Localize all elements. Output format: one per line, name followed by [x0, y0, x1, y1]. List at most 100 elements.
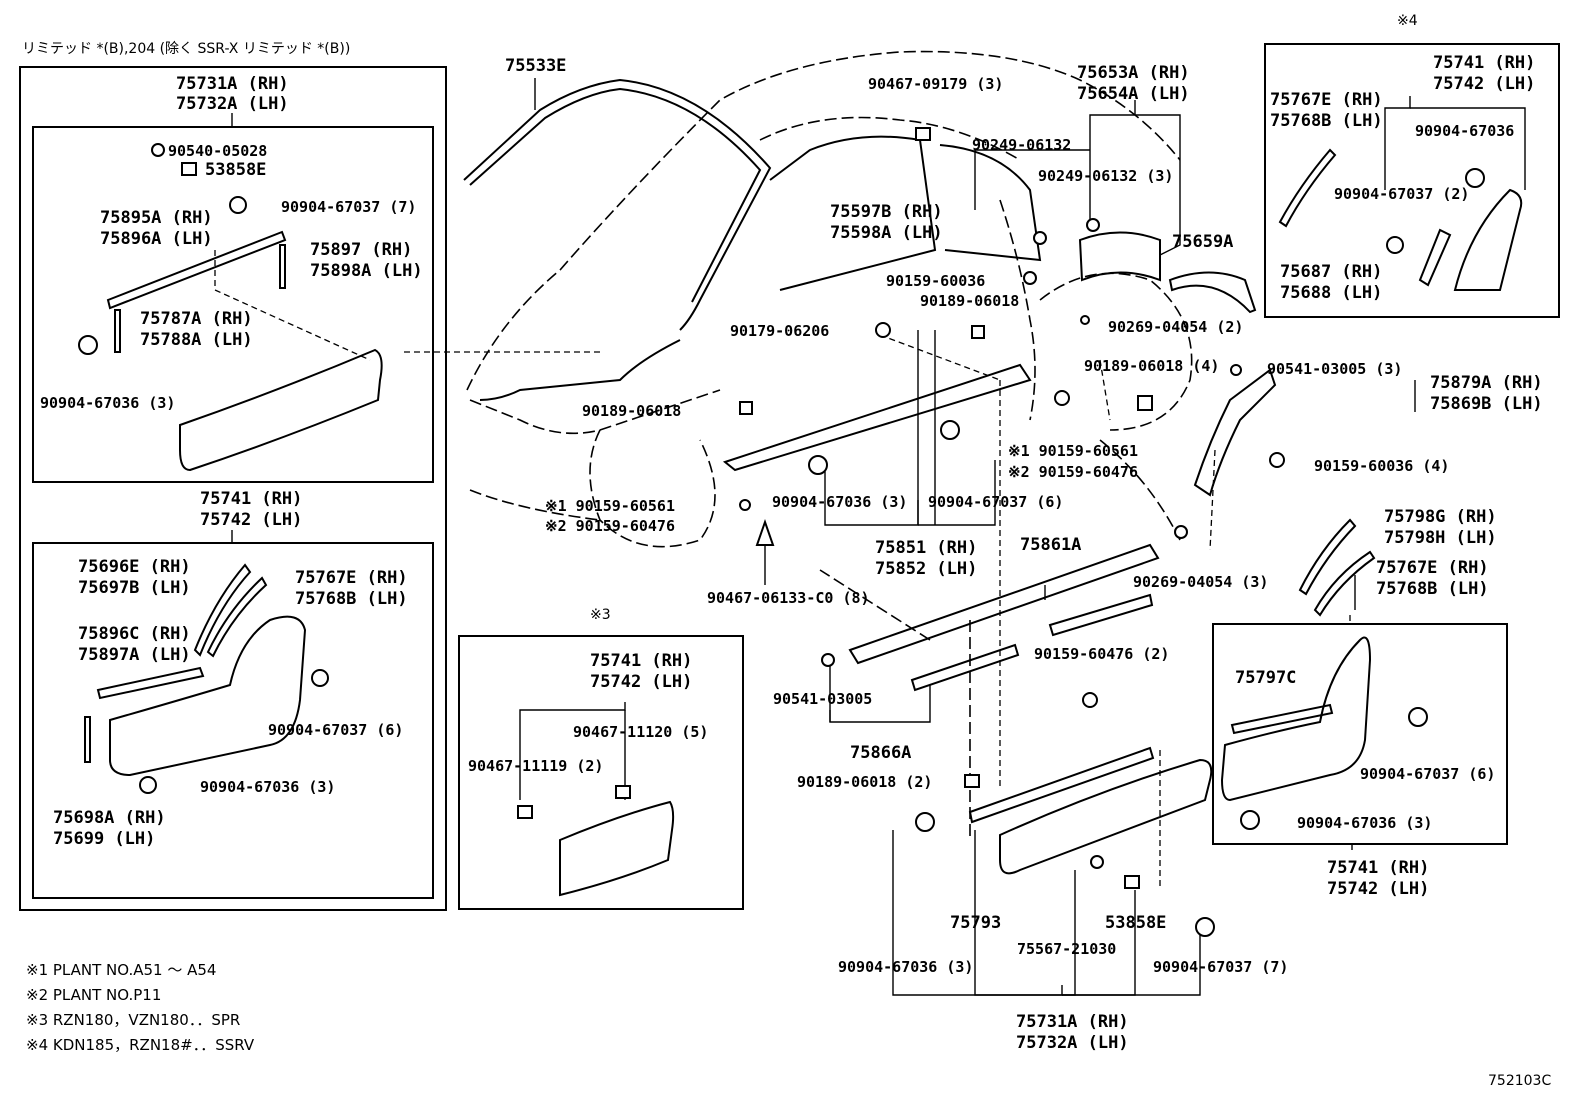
part-90904-67036-3-d[interactable]: 90904-67036 (3)	[1297, 814, 1433, 832]
part-90541-03005[interactable]: 90541-03005	[773, 690, 873, 708]
part-75852-lh[interactable]: 75852 (LH)	[875, 559, 978, 579]
header-left-caption: リミテッド *(B),204 (除く SSR-X リミテッド *(B))	[22, 41, 351, 57]
note3-mark: ※3	[590, 607, 611, 623]
rocker-moulding	[722, 363, 1032, 472]
part-75798g-rh[interactable]: 75798G (RH)	[1384, 507, 1497, 527]
part-90467-09179-3[interactable]: 90467-09179 (3)	[868, 75, 1004, 93]
part-75697b-lh[interactable]: 75697B (LH)	[78, 578, 191, 598]
part-75879a-rh[interactable]: 75879A (RH)	[1430, 373, 1543, 393]
part-75741-rh-mid[interactable]: 75741 (RH)	[200, 489, 303, 509]
part-75533e[interactable]: 75533E	[505, 56, 567, 76]
part-90159-60561-note1-a[interactable]: ※1 90159-60561	[1008, 442, 1138, 460]
note-1: ※1 PLANT NO.A51 ～ A54	[26, 961, 217, 979]
part-75742-lh-mid[interactable]: 75742 (LH)	[200, 510, 303, 530]
part-75741-rh-note3[interactable]: 75741 (RH)	[590, 651, 693, 671]
part-90159-60476-note2-b[interactable]: ※2 90159-60476	[545, 517, 675, 535]
part-90904-67037-7-top[interactable]: 90904-67037 (7)	[281, 198, 417, 216]
part-90189-06018-a[interactable]: 90189-06018	[920, 292, 1020, 310]
part-90467-11119-2[interactable]: 90467-11119 (2)	[468, 757, 604, 775]
part-75653a-rh[interactable]: 75653A (RH)	[1077, 63, 1190, 83]
part-53858e-top[interactable]: 53858E	[205, 160, 267, 180]
part-75742-lh-bottom-right[interactable]: 75742 (LH)	[1327, 879, 1430, 899]
part-75788a-lh[interactable]: 75788A (LH)	[140, 330, 253, 350]
part-75742-lh-note4[interactable]: 75742 (LH)	[1433, 74, 1536, 94]
part-75687-rh[interactable]: 75687 (RH)	[1280, 262, 1383, 282]
part-75732a-lh-top[interactable]: 75732A (LH)	[176, 94, 289, 114]
part-75866a	[910, 643, 1020, 692]
part-90249-06132[interactable]: 90249-06132	[972, 136, 1072, 154]
part-75688-lh[interactable]: 75688 (LH)	[1280, 283, 1383, 303]
part-75768b-lh-a[interactable]: 75768B (LH)	[295, 589, 408, 609]
part-90159-60561-note1-b[interactable]: ※1 90159-60561	[545, 497, 675, 515]
part-75869b-lh[interactable]: 75869B (LH)	[1430, 394, 1543, 414]
part-75797c[interactable]: 75797C	[1235, 668, 1297, 688]
part-90159-60476-note2-a[interactable]: ※2 90159-60476	[1008, 463, 1138, 481]
part-75598a-lh[interactable]: 75598A (LH)	[830, 223, 943, 243]
part-90467-06133-c0-8[interactable]: 90467-06133-C0 (8)	[707, 589, 870, 607]
part-75866a[interactable]: 75866A	[850, 743, 912, 763]
note-4: ※4 KDN185，RZN18#．．SSRV	[26, 1036, 255, 1054]
part-90904-67037-2[interactable]: 90904-67037 (2)	[1334, 185, 1470, 203]
note-3: ※3 RZN180，VZN180．．SPR	[26, 1011, 241, 1029]
part-75768b-lh-note4[interactable]: 75768B (LH)	[1270, 111, 1383, 131]
part-90904-67037-6-b[interactable]: 90904-67037 (6)	[928, 493, 1064, 511]
part-75798h-lh[interactable]: 75798H (LH)	[1384, 528, 1497, 548]
part-75768b-lh-b[interactable]: 75768B (LH)	[1376, 579, 1489, 599]
note3-panel-frame	[458, 635, 744, 910]
part-75731a-rh-bottom[interactable]: 75731A (RH)	[1016, 1012, 1129, 1032]
fastener-icons	[78, 127, 1485, 937]
part-75793[interactable]: 75793	[950, 913, 1002, 933]
part-90467-11120-5[interactable]: 90467-11120 (5)	[573, 723, 709, 741]
part-75742-lh-note3[interactable]: 75742 (LH)	[590, 672, 693, 692]
part-75851-rh[interactable]: 75851 (RH)	[875, 538, 978, 558]
part-75895a-rh[interactable]: 75895A (RH)	[100, 208, 213, 228]
part-90904-67037-6-c[interactable]: 90904-67037 (6)	[1360, 765, 1496, 783]
part-90904-67037-6-a[interactable]: 90904-67037 (6)	[268, 721, 404, 739]
part-75767e-rh-a[interactable]: 75767E (RH)	[295, 568, 408, 588]
part-75699-lh[interactable]: 75699 (LH)	[53, 829, 156, 849]
leader-lines	[231, 78, 1526, 996]
part-75654a-lh[interactable]: 75654A (LH)	[1077, 84, 1190, 104]
part-75698a-rh[interactable]: 75698A (RH)	[53, 808, 166, 828]
part-90541-03005-3[interactable]: 90541-03005 (3)	[1267, 360, 1403, 378]
part-90904-67036-3-a[interactable]: 90904-67036 (3)	[40, 394, 176, 412]
part-75787a-rh[interactable]: 75787A (RH)	[140, 309, 253, 329]
part-90189-06018-2[interactable]: 90189-06018 (2)	[797, 773, 933, 791]
part-75696e-rh[interactable]: 75696E (RH)	[78, 557, 191, 577]
part-75732a-lh-bottom[interactable]: 75732A (LH)	[1016, 1033, 1129, 1053]
part-90904-67036-3-e[interactable]: 90904-67036 (3)	[838, 958, 974, 976]
part-75861a[interactable]: 75861A	[1020, 535, 1082, 555]
part-75861a	[848, 543, 1160, 665]
part-75896c-rh[interactable]: 75896C (RH)	[78, 624, 191, 644]
part-75767e-rh-b[interactable]: 75767E (RH)	[1376, 558, 1489, 578]
part-90159-60036-4[interactable]: 90159-60036 (4)	[1314, 457, 1450, 475]
part-75597b-rh[interactable]: 75597B (RH)	[830, 202, 943, 222]
part-90904-67037-7-bottom[interactable]: 90904-67037 (7)	[1153, 958, 1289, 976]
part-90159-60476-2[interactable]: 90159-60476 (2)	[1034, 645, 1170, 663]
part-90269-04054-3[interactable]: 90269-04054 (3)	[1133, 573, 1269, 591]
part-75741-rh-bottom-right[interactable]: 75741 (RH)	[1327, 858, 1430, 878]
part-90904-67036-note4[interactable]: 90904-67036	[1415, 122, 1515, 140]
part-75897a-lh[interactable]: 75897A (LH)	[78, 645, 191, 665]
part-75567-21030[interactable]: 75567-21030	[1017, 940, 1117, 958]
note4-panel-frame	[1264, 43, 1560, 318]
part-75659a[interactable]: 75659A	[1172, 232, 1234, 252]
part-90159-60036[interactable]: 90159-60036	[886, 272, 986, 290]
part-90189-06018-4[interactable]: 90189-06018 (4)	[1084, 357, 1220, 375]
part-53858e-bottom[interactable]: 53858E	[1105, 913, 1167, 933]
part-90179-06206[interactable]: 90179-06206	[730, 322, 830, 340]
part-75731a-rh-top[interactable]: 75731A (RH)	[176, 74, 289, 94]
part-90540-05028[interactable]: 90540-05028	[168, 142, 268, 160]
part-90904-67036-3-c[interactable]: 90904-67036 (3)	[772, 493, 908, 511]
diagram-id: 752103C	[1488, 1073, 1552, 1089]
part-75767e-rh-note4[interactable]: 75767E (RH)	[1270, 90, 1383, 110]
part-90189-06018-b[interactable]: 90189-06018	[582, 402, 682, 420]
part-75741-rh-note4[interactable]: 75741 (RH)	[1433, 53, 1536, 73]
part-90249-06132-3[interactable]: 90249-06132 (3)	[1038, 167, 1174, 185]
part-90269-04054-2[interactable]: 90269-04054 (2)	[1108, 318, 1244, 336]
part-75897-rh[interactable]: 75897 (RH)	[310, 240, 413, 260]
part-75896a-lh[interactable]: 75896A (LH)	[100, 229, 213, 249]
part-90904-67036-3-b[interactable]: 90904-67036 (3)	[200, 778, 336, 796]
part-75898a-lh[interactable]: 75898A (LH)	[310, 261, 423, 281]
